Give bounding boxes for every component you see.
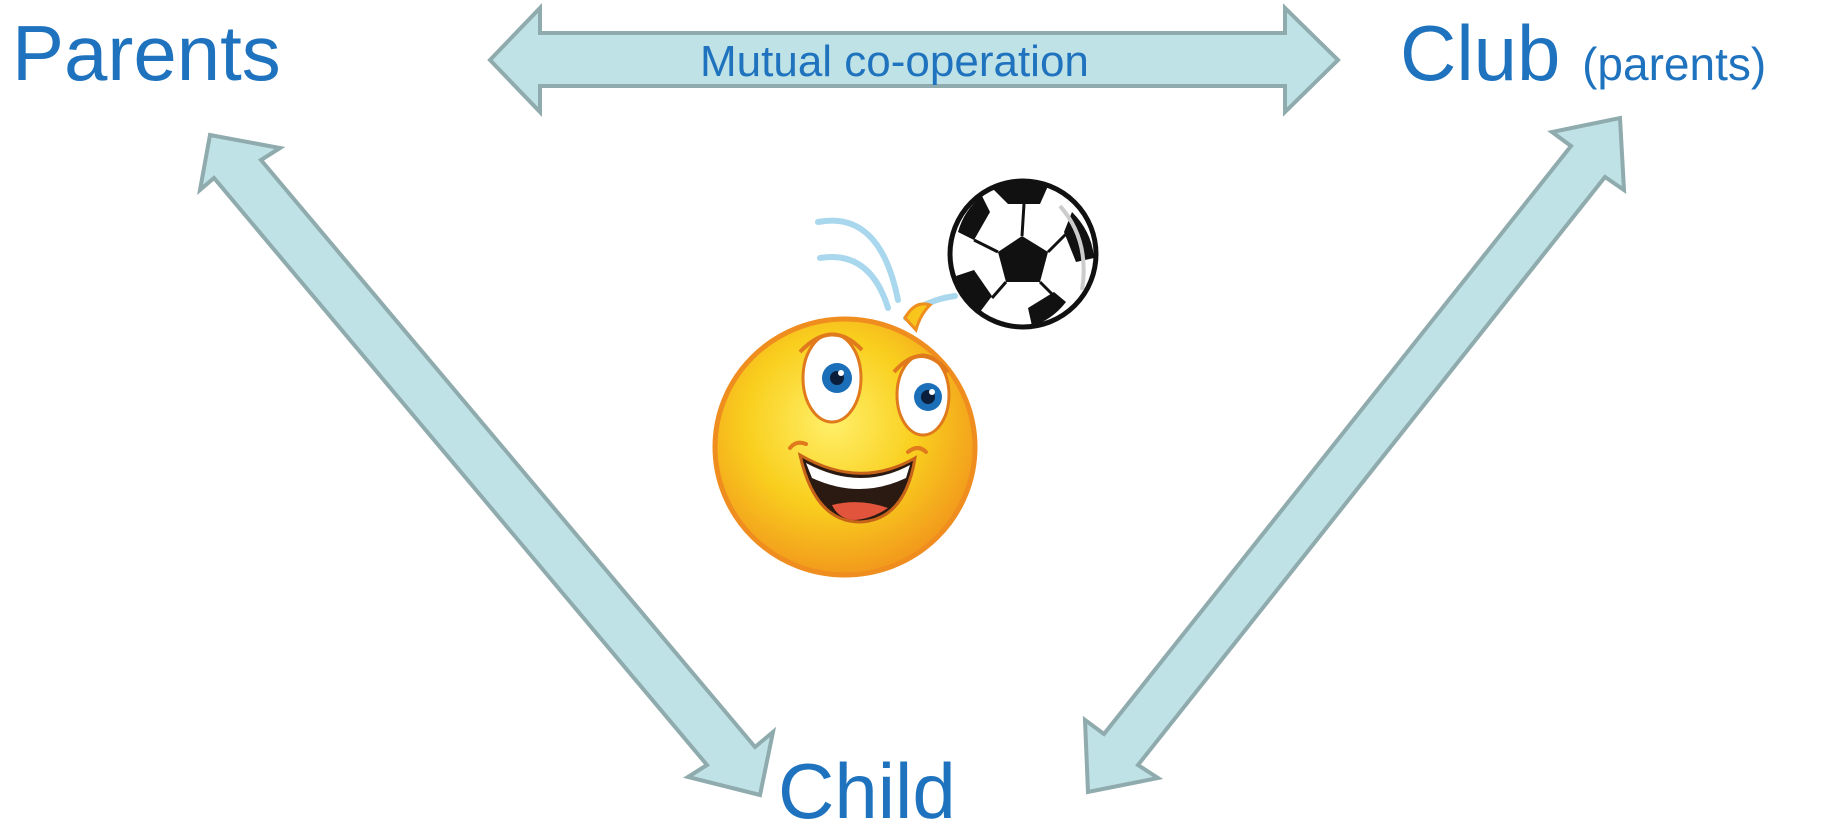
parents-label: Parents	[12, 9, 281, 97]
mutual-cooperation-label: Mutual co-operation	[700, 37, 1089, 86]
club-child-arrow	[1082, 115, 1627, 795]
smiley-face-icon	[712, 302, 978, 578]
club-title: Club	[1400, 9, 1561, 97]
club-subtitle: (parents)	[1582, 38, 1767, 90]
child-label: Child	[778, 747, 956, 835]
mutual-cooperation-arrow	[487, 3, 1341, 117]
club-label: Club (parents)	[1400, 14, 1766, 92]
soccer-ball-icon	[947, 178, 1099, 330]
motion-lines	[815, 217, 958, 321]
parents-child-arrow	[197, 132, 777, 798]
